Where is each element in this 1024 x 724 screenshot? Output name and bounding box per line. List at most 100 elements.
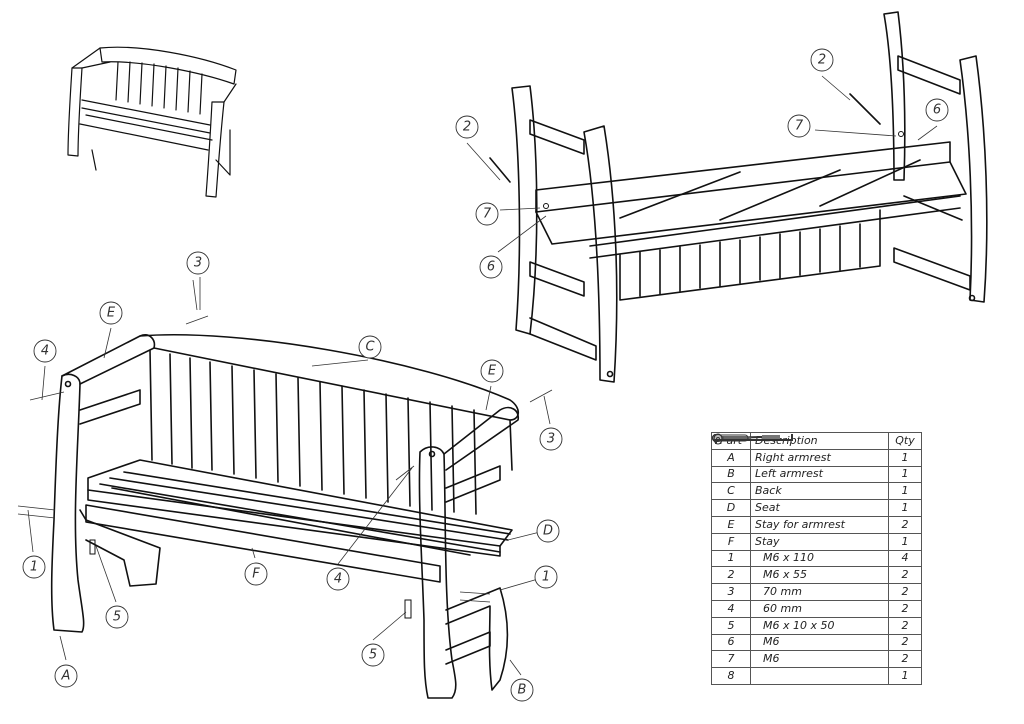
part-id: C bbox=[711, 482, 751, 501]
parts-table-row: A Right armrest 1 bbox=[711, 448, 922, 467]
hardware-parts bbox=[89, 131, 904, 619]
hardware-and-leaders bbox=[17, 75, 938, 676]
part-description-cell: Right armrest bbox=[750, 448, 889, 467]
svg-text:2: 2 bbox=[463, 120, 471, 135]
part-id: F bbox=[711, 532, 751, 551]
parts-table-row: F Stay 1 bbox=[711, 532, 922, 551]
callout-part-7: 7 bbox=[475, 202, 499, 226]
header-qty: Qty bbox=[888, 432, 922, 450]
leader-3a bbox=[185, 277, 209, 325]
part-qty: 2 bbox=[888, 566, 922, 585]
callout-part-5: 5 bbox=[361, 643, 385, 667]
svg-text:3: 3 bbox=[547, 432, 555, 447]
part-id: B bbox=[711, 465, 751, 484]
parts-table-row: C Back 1 bbox=[711, 482, 922, 501]
part-id: A bbox=[711, 448, 751, 467]
part-qty: 2 bbox=[888, 616, 922, 635]
svg-text:4: 4 bbox=[41, 344, 49, 359]
part-qty: 2 bbox=[888, 583, 922, 601]
part-description: Left armrest bbox=[755, 467, 823, 481]
part-qty: 1 bbox=[888, 448, 922, 467]
callout-part-C: C bbox=[358, 335, 382, 359]
part-qty: 2 bbox=[888, 650, 922, 669]
part-qty: 2 bbox=[888, 633, 922, 652]
callout-part-E: E bbox=[99, 301, 123, 325]
parts-table-row: 5 M6 x 10 x 50 2 bbox=[711, 434, 922, 635]
part-description-cell: Seat bbox=[750, 499, 889, 517]
callout-part-F: F bbox=[244, 562, 268, 586]
callout-part-7: 7 bbox=[787, 114, 811, 138]
callout-part-3: 3 bbox=[186, 251, 210, 275]
svg-text:4: 4 bbox=[334, 572, 342, 587]
part-qty: 1 bbox=[888, 499, 922, 517]
callout-part-2: 2 bbox=[455, 115, 479, 139]
part-description-cell: Stay bbox=[750, 532, 889, 551]
svg-text:E: E bbox=[488, 364, 497, 379]
svg-text:5: 5 bbox=[113, 610, 121, 625]
parts-table-row: 8 1 bbox=[711, 433, 922, 685]
part-size: 70 mm bbox=[763, 585, 802, 599]
parts-table-row: 1 M6 x 110 4 bbox=[711, 433, 922, 568]
part-id: 4 bbox=[711, 599, 751, 618]
callouts-front: 3 E C 4 E 3 D 1 5 F 4 1 5 A B bbox=[22, 251, 563, 702]
svg-text:7: 7 bbox=[483, 207, 492, 222]
svg-text:C: C bbox=[365, 340, 375, 355]
part-description: Back bbox=[755, 484, 782, 498]
part-qty: 2 bbox=[888, 515, 922, 534]
part-description-cell: Stay for armrest bbox=[750, 515, 889, 534]
parts-table-row: 3 70 mm 2 bbox=[711, 433, 922, 601]
callout-part-4: 4 bbox=[33, 339, 57, 363]
part-id: 8 bbox=[711, 667, 751, 685]
part-description-cell: 60 mm bbox=[711, 433, 889, 618]
callout-part-4: 4 bbox=[326, 567, 350, 591]
rear-view-bench bbox=[489, 11, 988, 383]
part-description: Right armrest bbox=[755, 450, 831, 464]
parts-table-row: 4 60 mm 2 bbox=[711, 433, 922, 618]
callout-part-D: D bbox=[536, 519, 560, 543]
svg-text:1: 1 bbox=[30, 560, 38, 575]
barrel-nut-plate bbox=[404, 599, 412, 619]
part-description: Seat bbox=[755, 501, 780, 515]
callouts-rear: 2 2 6 7 7 6 bbox=[455, 48, 949, 279]
part-size: M6 x 10 x 50 bbox=[763, 618, 835, 632]
part-size: M6 x 110 bbox=[763, 551, 814, 565]
svg-text:D: D bbox=[543, 524, 553, 539]
part-size: M6 bbox=[763, 652, 780, 666]
callout-part-1: 1 bbox=[22, 555, 46, 579]
callout-part-6: 6 bbox=[925, 98, 949, 122]
svg-text:F: F bbox=[252, 567, 260, 582]
svg-text:A: A bbox=[61, 669, 71, 684]
part-id: D bbox=[711, 499, 751, 517]
part-description-cell: M6 x 55 bbox=[711, 433, 889, 585]
part-description-cell bbox=[714, 433, 889, 685]
parts-table-row: 2 M6 x 55 2 bbox=[711, 433, 922, 585]
part-description: Stay for armrest bbox=[755, 517, 845, 531]
part-qty: 1 bbox=[888, 667, 922, 685]
part-id: 6 bbox=[711, 633, 751, 652]
part-description-cell: 70 mm bbox=[711, 433, 889, 601]
part-qty: 1 bbox=[888, 482, 922, 501]
front-exploded-bench bbox=[50, 333, 520, 699]
svg-text:7: 7 bbox=[795, 119, 804, 134]
assembled-bench-preview bbox=[67, 46, 237, 198]
part-id: 2 bbox=[711, 566, 751, 585]
callout-part-1: 1 bbox=[534, 565, 558, 589]
callout-part-B: B bbox=[510, 678, 534, 702]
callout-part-E: E bbox=[480, 359, 504, 383]
callout-part-A: A bbox=[54, 664, 78, 688]
callout-part-5: 5 bbox=[105, 605, 129, 629]
svg-text:6: 6 bbox=[487, 260, 495, 275]
svg-text:B: B bbox=[518, 683, 527, 698]
part-size: M6 x 55 bbox=[763, 568, 807, 582]
parts-table-row: E Stay for armrest 2 bbox=[711, 515, 922, 534]
part-qty: 4 bbox=[888, 549, 922, 568]
part-id: E bbox=[711, 515, 751, 534]
parts-table-row: D Seat 1 bbox=[711, 499, 922, 517]
part-description-cell: Left armrest bbox=[750, 465, 889, 484]
part-qty: 1 bbox=[888, 532, 922, 551]
part-qty: 2 bbox=[888, 599, 922, 618]
callout-part-3: 3 bbox=[539, 427, 563, 451]
parts-table-row: 6 M6 2 bbox=[711, 433, 922, 652]
part-description-cell: M6 bbox=[713, 433, 889, 652]
